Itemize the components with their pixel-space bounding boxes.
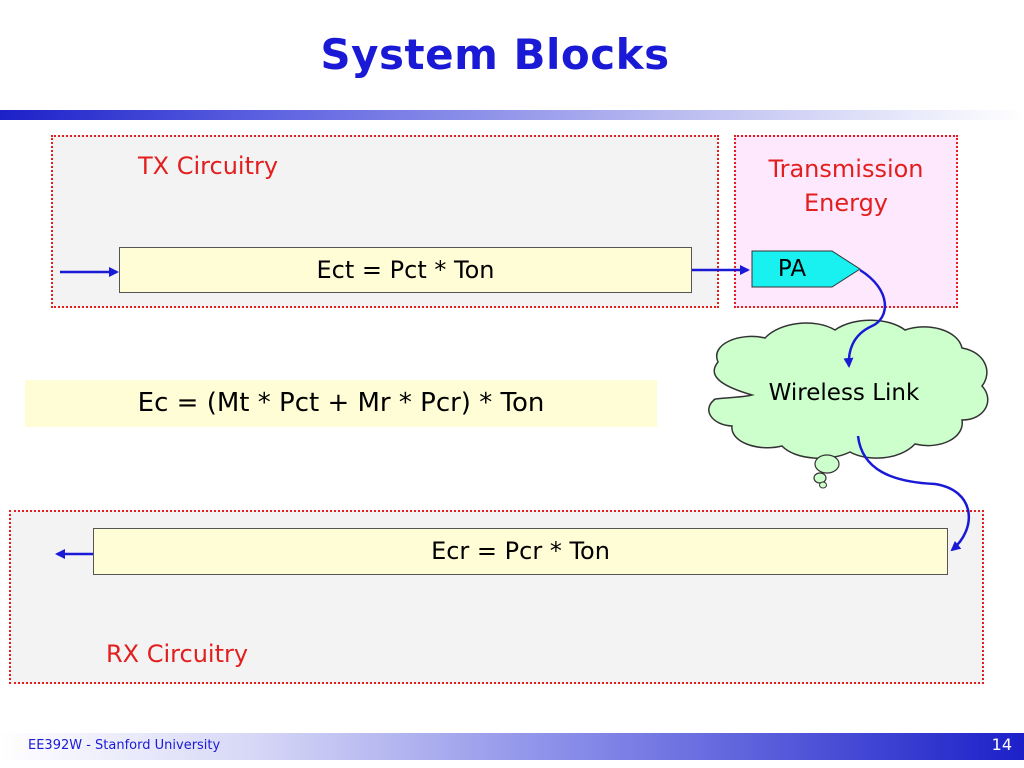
cloud-tail-bubble-large — [814, 454, 840, 474]
tx-energy-equation: Ect = Pct * Ton — [119, 247, 692, 293]
cloud-tail-bubble-small — [819, 481, 827, 489]
pa-label: PA — [777, 256, 807, 282]
wireless-link-label: Wireless Link — [768, 380, 920, 406]
cloud-tail-bubble-medium — [813, 472, 827, 484]
transmission-energy-label: Transmission Energy — [734, 152, 958, 220]
pa-to-cloud-arrow — [843, 268, 887, 368]
cloud-to-rx-arrow — [856, 435, 970, 552]
pa-block — [751, 250, 861, 288]
transmission-energy-label-line2: Energy — [803, 189, 889, 217]
slide-title: System Blocks — [320, 30, 670, 79]
footer-course-text: EE392W - Stanford University — [28, 738, 221, 753]
tx-circuitry-label: TX Circuitry — [138, 152, 279, 180]
rx-circuitry-label: RX Circuitry — [106, 640, 249, 668]
title-underline-bar — [0, 110, 1024, 120]
rx-energy-equation: Ecr = Pcr * Ton — [93, 528, 948, 575]
footer-bar — [0, 733, 1024, 760]
total-energy-equation: Ec = (Mt * Pct + Mr * Pcr) * Ton — [25, 380, 657, 427]
transmission-energy-label-line1: Transmission — [768, 155, 924, 183]
page-number: 14 — [991, 735, 1012, 754]
wireless-link-cloud — [708, 319, 989, 459]
